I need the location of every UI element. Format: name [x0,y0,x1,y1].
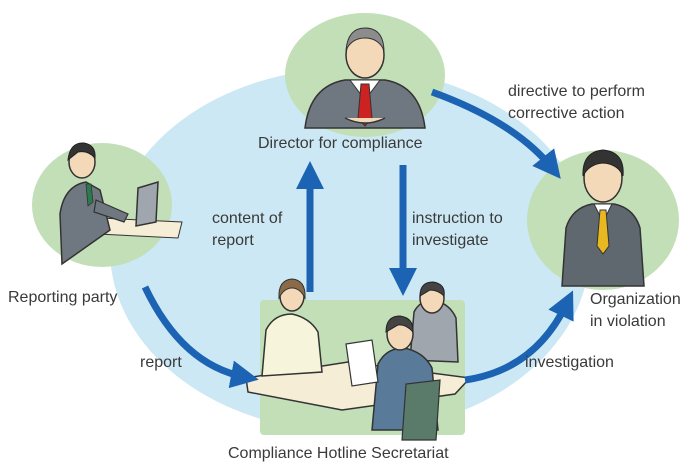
secretariat-node [245,278,472,441]
background-circle [110,68,590,432]
report-arrow [141,285,259,389]
investigation-label: investigation [525,354,614,371]
content-of-report-label: content of report [212,210,283,249]
organization-person-illustration-icon [561,149,645,287]
investigation-arrow [464,290,574,384]
organization-label: Organization in violation [590,291,681,330]
instruction-label: instruction to investigate [412,210,503,249]
director-illustration-icon [304,27,426,129]
report-label: report [140,354,182,371]
secretariat-label: Compliance Hotline Secretariat [228,445,449,462]
directive-label: directive to perform corrective action [508,83,645,122]
secretariat-meeting-illustration-icon [245,278,472,441]
director-node [285,13,445,137]
directive-arrow [430,88,561,179]
reporting-party-label: Reporting party [8,289,118,306]
reporting-party-illustration-icon [59,142,183,266]
director-label: Director for compliance [258,135,423,152]
organization-node [527,149,679,290]
reporting-party-node [32,142,183,267]
